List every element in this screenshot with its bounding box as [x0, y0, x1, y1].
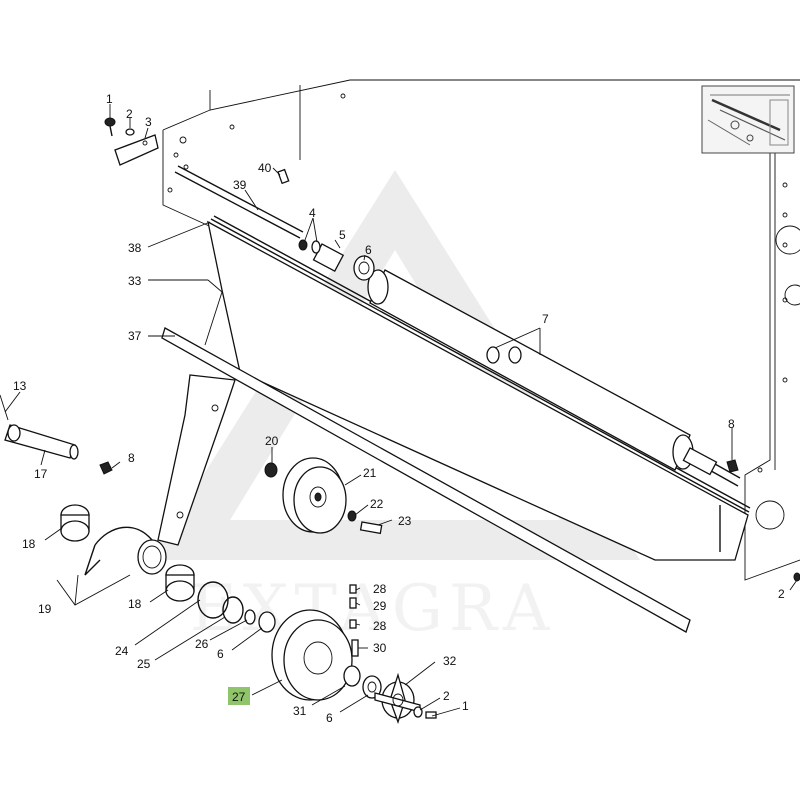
watermark-text: EXTAGRA [190, 572, 555, 646]
nut-8-right [726, 459, 800, 582]
screw-40 [277, 168, 290, 185]
callout-label: 38 [128, 241, 142, 255]
spring-19 [84, 526, 153, 576]
callout-label: 2 [126, 107, 133, 121]
callout-label: 20 [265, 434, 279, 448]
right-frame-plate [744, 90, 800, 581]
bushing-18-upper [60, 504, 90, 542]
callout-label: 7 [542, 312, 549, 326]
callout-labels: 1 2 3 40 39 4 5 6 38 33 7 37 13 8 8 17 2… [13, 92, 785, 725]
bushing-18-lower [165, 564, 195, 602]
location-thumbnail [701, 85, 795, 154]
callout-label: 2 [443, 689, 450, 703]
left-frame-plate [162, 79, 800, 241]
callout-label: 21 [363, 466, 377, 480]
callout-label: 13 [13, 379, 27, 393]
callout-label: 8 [728, 417, 735, 431]
fan-32 [374, 672, 437, 725]
callout-label: 28 [373, 582, 387, 596]
callout-label: 23 [398, 514, 412, 528]
callout-label: 6 [326, 711, 333, 725]
panel-33 [207, 215, 751, 561]
callout-label: 18 [128, 597, 142, 611]
callout-label: 33 [128, 274, 142, 288]
callout-label: 31 [293, 704, 307, 718]
leader-lines [4, 104, 798, 717]
drive-pulley-27 [271, 609, 382, 701]
shaft-39 [174, 165, 304, 239]
callout-label: 2 [778, 587, 785, 601]
callout-label: 40 [258, 161, 272, 175]
callout-label: 25 [137, 657, 151, 671]
callout-label: 19 [38, 602, 52, 616]
idler-pulley-21 [264, 457, 383, 535]
strip-37 [161, 327, 691, 633]
callout-label: 8 [128, 451, 135, 465]
roller-7 [367, 269, 741, 487]
callout-label: 17 [34, 467, 48, 481]
callout-label: 24 [115, 644, 129, 658]
bearing-assembly-top [298, 239, 375, 281]
callout-label: 27 [232, 690, 246, 704]
callout-label: 28 [373, 619, 387, 633]
callout-label: 4 [309, 206, 316, 220]
callout-label: 18 [22, 537, 36, 551]
callout-label: 22 [370, 497, 384, 511]
rings-25-26 [197, 581, 276, 633]
callout-label: 37 [128, 329, 142, 343]
callout-label: 3 [145, 115, 152, 129]
callout-label: 1 [462, 699, 469, 713]
callout-label: 29 [373, 599, 387, 613]
callout-label: 1 [106, 92, 113, 106]
bracket-3 [104, 117, 159, 166]
callout-label: 39 [233, 178, 247, 192]
callout-label: 32 [443, 654, 457, 668]
tension-arm [137, 374, 236, 575]
callout-label: 6 [365, 243, 372, 257]
callout-label: 30 [373, 641, 387, 655]
callout-label: 26 [195, 637, 209, 651]
nut-8-left [99, 461, 113, 475]
callout-27-highlight [228, 687, 250, 705]
callout-label: 6 [217, 647, 224, 661]
shaft-17 [0, 394, 79, 460]
callout-label: 5 [339, 228, 346, 242]
